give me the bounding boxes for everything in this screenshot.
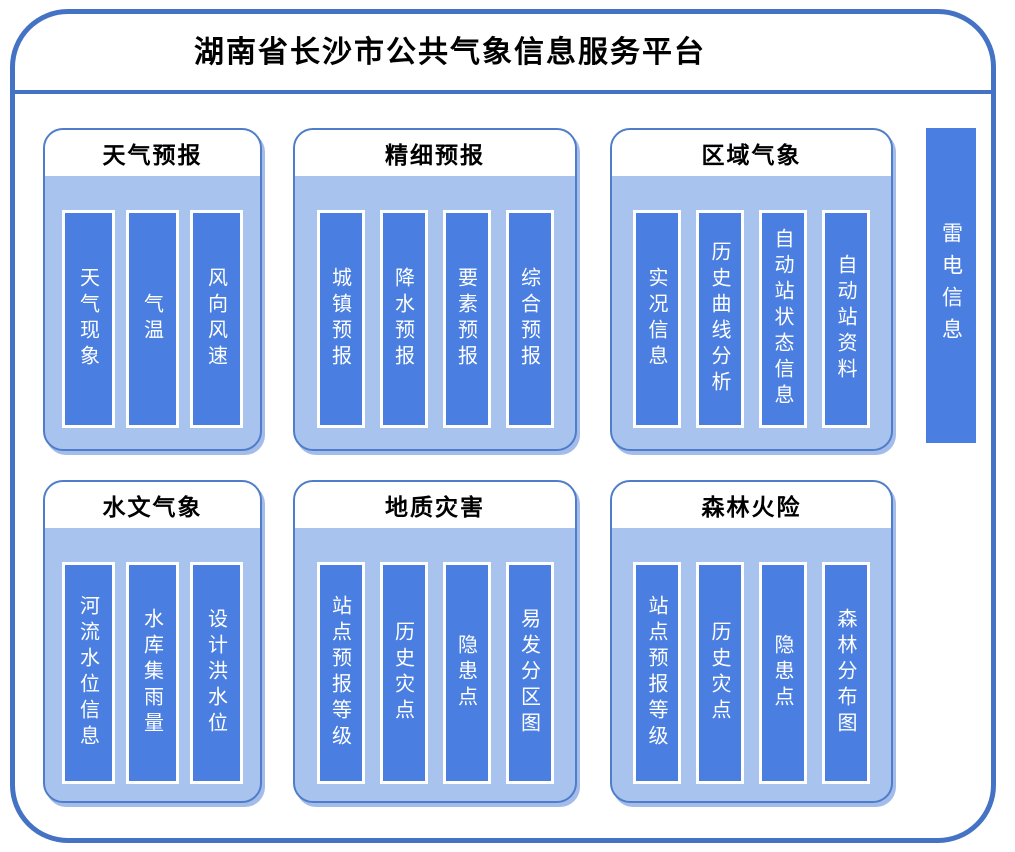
bar-item: 历史灾点 [696, 562, 744, 784]
bar-item-label: 历史灾点 [391, 621, 416, 725]
bar-item: 自动站资料 [822, 210, 870, 428]
bar-item: 综合预报 [505, 210, 554, 428]
bar-item-label: 隐患点 [454, 634, 479, 712]
panel-forest-fire: 森林火险 站点预报等级 历史灾点 隐患点 森林分布图 [610, 480, 893, 803]
bar-item: 易发分区图 [505, 562, 554, 784]
bar-item-label: 天气现象 [76, 267, 101, 371]
panel-weather-forecast: 天气预报 天气现象 气温 风向风速 [43, 128, 262, 451]
panel-weather-forecast-body: 天气现象 气温 风向风速 [45, 176, 260, 449]
bar-item: 自动站状态信息 [759, 210, 807, 428]
bar-item: 天气现象 [62, 210, 115, 428]
bar-item: 风向风速 [190, 210, 243, 428]
bar-item-label: 要素预报 [454, 267, 479, 371]
lightning-info-label: 雷电信息 [939, 221, 964, 350]
panel-fine-forecast-body: 城镇预报 降水预报 要素预报 综合预报 [295, 176, 575, 449]
bar-item: 河流水位信息 [62, 562, 115, 784]
panel-geological-disaster: 地质灾害 站点预报等级 历史灾点 隐患点 易发分区图 [293, 480, 577, 803]
bar-item: 站点预报等级 [633, 562, 681, 784]
bar-item-label: 历史灾点 [708, 621, 732, 725]
panel-weather-forecast-title: 天气预报 [45, 130, 260, 176]
panel-hydrology-weather-title: 水文气象 [45, 482, 260, 528]
bar-item-label: 隐患点 [771, 634, 795, 712]
panel-hydrology-weather: 水文气象 河流水位信息 水库集雨量 设计洪水位 [43, 480, 262, 803]
bar-item-label: 自动站状态信息 [771, 228, 795, 410]
bar-item: 实况信息 [633, 210, 681, 428]
bar-item: 历史灾点 [379, 562, 428, 784]
panel-geological-disaster-title: 地质灾害 [295, 482, 575, 528]
bar-item: 降水预报 [379, 210, 428, 428]
bar-item: 历史曲线分析 [696, 210, 744, 428]
bar-item-label: 河流水位信息 [76, 595, 101, 751]
bar-item-label: 实况信息 [645, 267, 669, 371]
bar-item-label: 降水预报 [391, 267, 416, 371]
bar-item: 水库集雨量 [126, 562, 179, 784]
bar-item-label: 森林分布图 [834, 608, 858, 738]
bar-item: 气温 [126, 210, 179, 428]
bar-item: 隐患点 [442, 562, 491, 784]
bar-item-label: 设计洪水位 [204, 608, 229, 738]
bar-item-label: 综合预报 [517, 267, 542, 371]
bar-item-label: 风向风速 [204, 267, 229, 371]
bar-item: 城镇预报 [316, 210, 365, 428]
title-divider-line [14, 90, 992, 94]
panel-geological-disaster-body: 站点预报等级 历史灾点 隐患点 易发分区图 [295, 528, 575, 801]
bar-item-label: 水库集雨量 [140, 608, 165, 738]
bar-item: 森林分布图 [822, 562, 870, 784]
panel-regional-weather-title: 区域气象 [612, 130, 891, 176]
bar-item-label: 站点预报等级 [645, 595, 669, 751]
bar-item-label: 历史曲线分析 [708, 241, 732, 397]
lightning-info-bar: 雷电信息 [926, 128, 976, 443]
bar-item-label: 城镇预报 [328, 267, 353, 371]
panel-fine-forecast-title: 精细预报 [295, 130, 575, 176]
panel-hydrology-weather-body: 河流水位信息 水库集雨量 设计洪水位 [45, 528, 260, 801]
bar-item-label: 自动站资料 [834, 254, 858, 384]
panel-regional-weather: 区域气象 实况信息 历史曲线分析 自动站状态信息 自动站资料 [610, 128, 893, 451]
bar-item-label: 站点预报等级 [328, 595, 353, 751]
bar-item: 隐患点 [759, 562, 807, 784]
page-title: 湖南省长沙市公共气象信息服务平台 [194, 35, 706, 70]
panel-forest-fire-body: 站点预报等级 历史灾点 隐患点 森林分布图 [612, 528, 891, 801]
panel-regional-weather-body: 实况信息 历史曲线分析 自动站状态信息 自动站资料 [612, 176, 891, 449]
bar-item: 站点预报等级 [316, 562, 365, 784]
bar-item-label: 气温 [140, 293, 165, 345]
panel-fine-forecast: 精细预报 城镇预报 降水预报 要素预报 综合预报 [293, 128, 577, 451]
bar-item: 设计洪水位 [190, 562, 243, 784]
bar-item: 要素预报 [442, 210, 491, 428]
bar-item-label: 易发分区图 [517, 608, 542, 738]
outer-frame [10, 9, 996, 843]
panel-forest-fire-title: 森林火险 [612, 482, 891, 528]
